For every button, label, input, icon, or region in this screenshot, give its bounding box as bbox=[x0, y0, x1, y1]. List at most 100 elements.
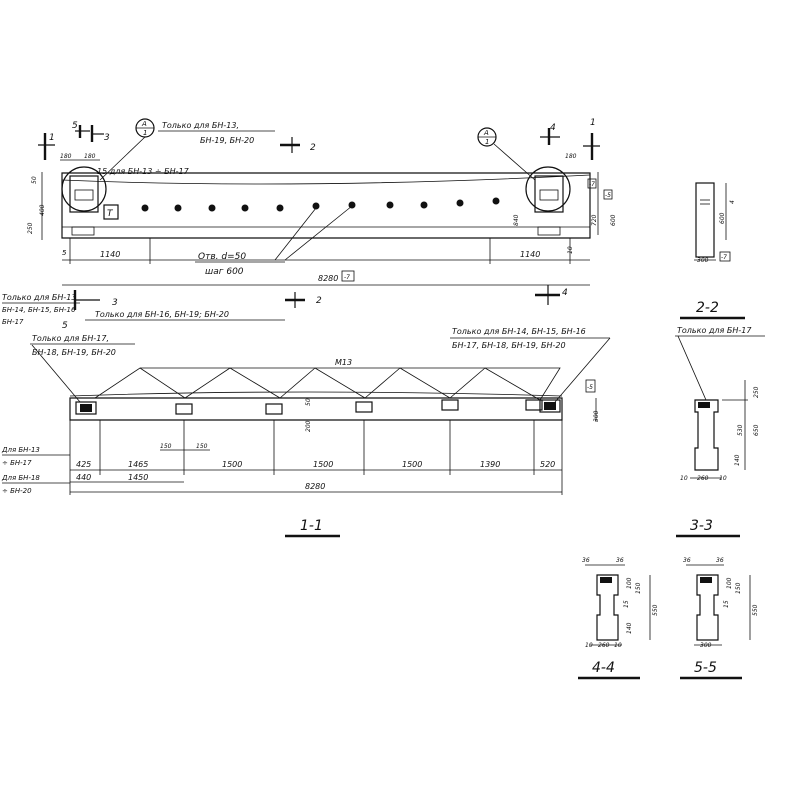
note-left-1: Только для БН-13 bbox=[2, 293, 76, 302]
left-bottom-tab bbox=[71, 226, 95, 236]
s44-dim-100: 100 bbox=[626, 577, 633, 589]
right-end-block bbox=[534, 175, 564, 213]
s22-profile bbox=[695, 182, 715, 258]
middle-notes: Только для БН-13 БН-14, БН-15, БН-16 БН-… bbox=[2, 285, 568, 331]
cut-5-label: 5 bbox=[72, 121, 78, 131]
section-1-1: Только для БН-17, БН-18, БН-19, БН-20 То… bbox=[1, 327, 611, 538]
beam-top-curve bbox=[61, 174, 591, 185]
holes-note-1: Отв. d=50 bbox=[198, 252, 246, 262]
box-right2 bbox=[603, 189, 613, 200]
s44-dim-550: 550 bbox=[652, 604, 659, 616]
s33-dim-250: 250 bbox=[753, 386, 760, 398]
holes-row bbox=[141, 197, 500, 212]
s11-seg-5: 1500 bbox=[402, 460, 422, 469]
callout-a-letter: A bbox=[141, 120, 147, 128]
s22-title: 2-2 bbox=[696, 300, 719, 316]
right-bottom-tab bbox=[537, 226, 561, 236]
callout-b-leader bbox=[493, 143, 536, 181]
note-left-3: БН-17 bbox=[2, 318, 24, 326]
s44-insert bbox=[600, 577, 612, 583]
s11-note-right-2: БН-17, БН-18, БН-19, БН-20 bbox=[452, 341, 566, 350]
s11-seg-3: 1500 bbox=[222, 460, 242, 469]
s11-row2-1: 440 bbox=[76, 473, 91, 482]
hole bbox=[276, 204, 284, 212]
box-right bbox=[587, 178, 597, 189]
s33-dim-10b: 10 bbox=[719, 475, 727, 482]
s11-dim-300: 300 bbox=[593, 410, 600, 422]
s11-insert bbox=[265, 403, 283, 415]
s11-note-left-2: БН-18, БН-19, БН-20 bbox=[32, 348, 116, 357]
note-left-2: БН-14, БН-15, БН-16 bbox=[2, 306, 76, 314]
s33-profile bbox=[694, 399, 719, 471]
holes-leader-1 bbox=[274, 207, 317, 261]
s55-profile bbox=[696, 574, 719, 641]
cut-1-left-label: 1 bbox=[49, 133, 55, 143]
s44-dim-36a: 36 bbox=[582, 557, 590, 564]
right-end-insert bbox=[539, 189, 559, 201]
s55-dim-36b: 36 bbox=[716, 557, 724, 564]
label-15: 15 для БН-13 ÷ БН-17 bbox=[97, 167, 190, 176]
right-detail-circle bbox=[525, 166, 571, 212]
hole bbox=[208, 204, 216, 212]
dim-50: 50 bbox=[31, 176, 38, 184]
middle-cut-3: 3 bbox=[112, 298, 118, 308]
s11-for-3: Для БН-18 bbox=[1, 474, 40, 482]
s11-row2-2: 1450 bbox=[128, 473, 148, 482]
total-length-box bbox=[341, 270, 355, 282]
s44-dim-15: 15 bbox=[623, 600, 630, 608]
hole bbox=[420, 201, 428, 209]
cut-4-top-label: 4 bbox=[550, 123, 556, 133]
s55-dim-550: 550 bbox=[752, 604, 759, 616]
s11-title: 1-1 bbox=[300, 518, 323, 534]
s33-dim-650: 650 bbox=[753, 424, 760, 436]
s22-dim-a: 4 bbox=[729, 200, 736, 204]
s44-dim-140: 140 bbox=[626, 622, 633, 634]
total-length-box-label: -7 bbox=[344, 274, 350, 281]
s11-insert bbox=[525, 399, 543, 411]
middle-cut-4: 4 bbox=[562, 288, 568, 298]
left-detail-circle bbox=[61, 166, 107, 212]
s11-seg-7: 520 bbox=[540, 460, 555, 469]
dim-right-180: 180 bbox=[565, 153, 577, 160]
s33-dim-530: 530 bbox=[737, 424, 744, 436]
s33-note: Только для БН-17 bbox=[677, 326, 752, 335]
s33-dim-260: 260 bbox=[697, 475, 709, 482]
t-marker-box bbox=[103, 204, 119, 220]
box-right-label: -7 bbox=[589, 181, 595, 188]
s55-title: 5-5 bbox=[694, 660, 717, 676]
s11-note-right-1: Только для БН-14, БН-15, БН-16 bbox=[452, 327, 586, 336]
s22-box bbox=[719, 251, 731, 262]
s11-dim-150a: 150 bbox=[160, 443, 172, 450]
section-4-4: 36 36 100 15 140 550 150 10 260 10 4-4 bbox=[578, 557, 659, 680]
s11-top-outline bbox=[94, 367, 561, 401]
middle-cut-5: 5 bbox=[62, 321, 68, 331]
s44-dim-150: 150 bbox=[635, 582, 642, 594]
s11-mark: М13 bbox=[335, 358, 352, 367]
section-3-3: Только для БН-17 250 530 650 140 10 260 … bbox=[675, 326, 765, 538]
hole bbox=[492, 197, 500, 205]
hole bbox=[241, 204, 249, 212]
s11-dim-50: 50 bbox=[305, 398, 312, 406]
s11-for-1: Для БН-13 bbox=[1, 446, 40, 454]
s11-seg-1: 425 bbox=[76, 460, 91, 469]
s11-note-left-1: Только для БН-17, bbox=[32, 334, 109, 343]
total-length: 8280 bbox=[318, 274, 338, 283]
beam-outline bbox=[61, 172, 591, 239]
s11-seg-2: 1465 bbox=[128, 460, 148, 469]
s33-dim-10: 10 bbox=[680, 475, 688, 482]
s33-dim-140: 140 bbox=[734, 454, 741, 466]
s11-insert-end-left bbox=[75, 401, 97, 415]
callout-b-num: 1 bbox=[485, 138, 489, 146]
s22-box-label: -7 bbox=[721, 254, 727, 261]
s44-dim-36b: 36 bbox=[616, 557, 624, 564]
s11-insert bbox=[355, 401, 373, 413]
s11-insert bbox=[441, 399, 459, 411]
s55-dim-15: 15 bbox=[723, 600, 730, 608]
section-2-2: 600 4 300 -7 2-2 bbox=[680, 182, 745, 320]
s44-dim-10: 10 bbox=[585, 642, 593, 649]
only-for-note: Только для БН-16, БН-19; БН-20 bbox=[95, 310, 229, 319]
s11-total: 8280 bbox=[305, 482, 325, 491]
s44-dim-10b: 10 bbox=[614, 642, 622, 649]
s11-truss bbox=[139, 367, 541, 401]
